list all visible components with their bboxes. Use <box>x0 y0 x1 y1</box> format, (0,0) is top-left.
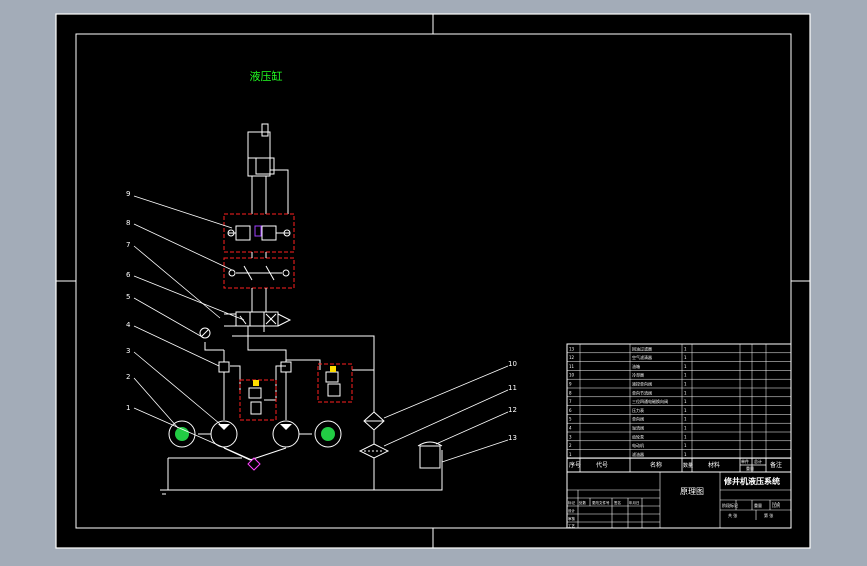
sign-date: 年月日 <box>629 500 640 505</box>
parts-row-no: 13 <box>569 346 575 351</box>
parts-row-name: 回油过滤器 <box>632 345 652 351</box>
title-area: 原理图 修井机液压系统 阶段标记 重量 比例 1:1.5 共 张 第 张 标记 … <box>566 471 792 529</box>
parts-row-name: 单向阀 <box>632 416 644 422</box>
parts-row-name: 滤油器 <box>632 451 644 457</box>
parts-row-qty: 1 <box>684 382 687 387</box>
parts-row-qty: 1 <box>684 355 687 360</box>
parts-row-name: 三位四通电磁换向阀 <box>632 398 668 404</box>
header-qty: 数量 <box>683 462 693 469</box>
header-material: 材料 <box>708 461 720 469</box>
relief-valve-blocks <box>239 363 353 421</box>
parts-row-no: 12 <box>569 355 575 360</box>
leader-lines <box>133 195 509 463</box>
project-title: 修井机液压系统 <box>723 476 780 486</box>
parts-row-name: 齿轮泵 <box>632 433 644 439</box>
cooler-and-filters <box>358 411 443 469</box>
pilot-check-valve-block <box>223 213 295 253</box>
callout-11: 11 <box>508 384 517 392</box>
parts-row-name: 溢流阀 <box>632 425 644 431</box>
sign-mark: 标记 <box>568 500 576 505</box>
check-valves <box>218 361 292 373</box>
role-process: 工艺 <box>568 523 576 528</box>
scale-label: 比例 <box>772 502 780 508</box>
parts-row-no: 11 <box>569 364 575 369</box>
callout-9: 9 <box>126 190 130 198</box>
parts-row-qty: 1 <box>684 390 687 395</box>
callout-2: 2 <box>126 373 130 381</box>
parts-row-qty: 1 <box>684 346 687 351</box>
parts-row-name: 单向节流阀 <box>632 389 652 395</box>
parts-row-name: 液控单向阀 <box>632 381 652 387</box>
parts-row-qty: 1 <box>684 426 687 431</box>
parts-row-no: 4 <box>569 426 572 431</box>
cylinder-title: 液压缸 <box>250 69 283 83</box>
parts-row-name: 电动机 <box>632 442 644 448</box>
header-remark: 备注 <box>770 461 782 469</box>
suction-filter <box>247 457 261 471</box>
callout-5: 5 <box>126 293 130 301</box>
pump-motor-right <box>272 420 342 448</box>
parts-row-no: 5 <box>569 417 572 422</box>
header-total: 总计 <box>754 458 762 464</box>
parts-row-name: 油箱 <box>632 363 640 369</box>
tank-symbol <box>160 489 168 495</box>
callout-7: 7 <box>126 241 130 249</box>
parts-row-qty: 1 <box>684 364 687 369</box>
parts-row-qty: 1 <box>684 434 687 439</box>
callout-13: 13 <box>508 434 517 442</box>
parts-row-no: 9 <box>569 382 572 387</box>
role-review: 审核 <box>568 516 576 521</box>
parts-row-no: 8 <box>569 390 572 395</box>
header-name: 名称 <box>650 461 662 469</box>
parts-row-no: 2 <box>569 443 572 448</box>
sign-count: 处数 <box>579 500 587 505</box>
parts-row-no: 3 <box>569 434 572 439</box>
callout-8: 8 <box>126 219 130 227</box>
callout-1: 1 <box>126 404 130 412</box>
centering-marks <box>56 14 810 548</box>
callout-labels: 9 8 7 6 5 4 3 2 1 10 11 12 13 <box>126 190 517 442</box>
drawing-sheet <box>56 14 810 548</box>
parts-row-no: 10 <box>569 373 575 378</box>
role-design: 设计 <box>568 508 576 513</box>
throttle-valve-block <box>223 257 295 289</box>
drawing-name: 原理图 <box>680 487 704 496</box>
header-weight: 重量 <box>746 465 754 471</box>
parts-row-qty: 1 <box>684 408 687 413</box>
callout-10: 10 <box>508 360 517 368</box>
header-code: 代号 <box>596 461 608 469</box>
callout-12: 12 <box>508 406 517 414</box>
callout-3: 3 <box>126 347 130 355</box>
parts-row-name: 空气滤清器 <box>632 354 652 360</box>
parts-row-qty: 1 <box>684 399 687 404</box>
sign-doc: 更改文件号 <box>592 500 610 505</box>
hydraulic-cylinder <box>247 123 289 214</box>
parts-row-qty: 1 <box>684 452 687 457</box>
parts-row-qty: 1 <box>684 373 687 378</box>
parts-row-name: 压力表 <box>632 407 644 413</box>
header-single: 单件 <box>741 458 749 464</box>
parts-row-name: 冷却器 <box>632 372 644 378</box>
weight-label: 重量 <box>754 502 762 508</box>
callout-4: 4 <box>126 321 131 329</box>
header-no: 序号 <box>569 461 581 469</box>
parts-row-qty: 1 <box>684 417 687 422</box>
sheet-total: 共 张 <box>728 512 737 518</box>
scale-value: 1:1.5 <box>772 501 780 505</box>
pressure-gauge <box>199 327 211 339</box>
parts-row-qty: 1 <box>684 443 687 448</box>
stage-label: 阶段标记 <box>722 502 738 508</box>
callout-6: 6 <box>126 271 131 279</box>
sheet-current: 第 张 <box>764 512 773 518</box>
parts-row-no: 7 <box>569 399 572 404</box>
parts-row-no: 1 <box>569 452 572 457</box>
sign-signature: 签名 <box>614 500 621 505</box>
parts-row-no: 6 <box>569 408 572 413</box>
